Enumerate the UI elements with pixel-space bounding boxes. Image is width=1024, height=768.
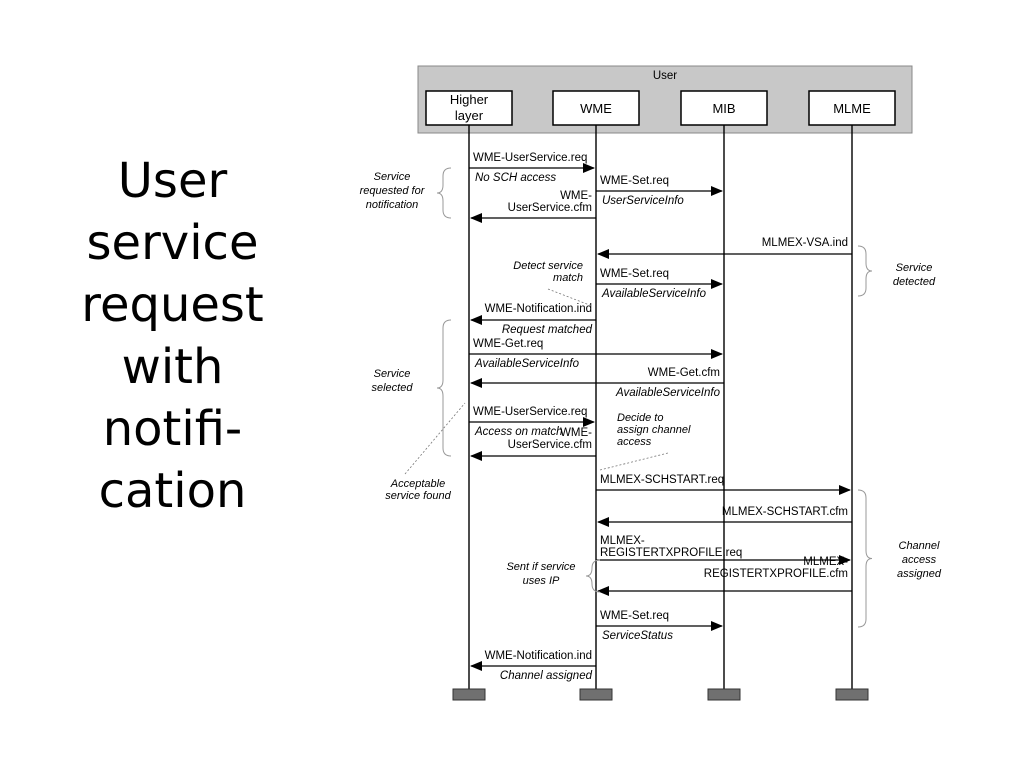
user-band-label: User xyxy=(653,70,677,82)
message-param: AvailableServiceInfo xyxy=(474,358,580,370)
leader-line xyxy=(599,452,669,471)
annotation-text: assigned xyxy=(897,568,942,580)
annotation-text: access xyxy=(902,554,937,566)
message-label: WME-Get.cfm xyxy=(648,367,720,379)
leader-line xyxy=(404,402,466,475)
title-line: cation xyxy=(98,463,247,519)
annotation-text: Service xyxy=(374,368,411,380)
message-label: WME-Notification.ind xyxy=(485,650,592,662)
annotation-text: Service xyxy=(896,262,933,274)
entity-label: WME xyxy=(580,101,612,116)
message-label: WME- xyxy=(560,427,592,439)
annotation-text: match xyxy=(553,272,583,284)
annotation-text: detected xyxy=(893,276,936,288)
title-line: request xyxy=(81,277,264,333)
message-param: Channel assigned xyxy=(500,670,593,682)
lifeline-terminator xyxy=(579,688,613,701)
message-param: No SCH access xyxy=(475,172,556,184)
title-line: notifi- xyxy=(102,401,243,457)
message-label: REGISTERTXPROFILE.cfm xyxy=(704,568,848,580)
message-param: Access on match xyxy=(474,426,563,438)
annotation-text: Acceptable xyxy=(390,478,445,490)
message-label: WME-Notification.ind xyxy=(485,303,592,315)
message-label: WME- xyxy=(560,190,592,202)
title-line: with xyxy=(121,339,224,395)
annotation-text: service found xyxy=(385,490,451,502)
annotation-text: Service xyxy=(374,171,411,183)
message-label: WME-UserService.req xyxy=(473,406,587,418)
message-param: UserServiceInfo xyxy=(602,195,684,207)
annotation-text: Decide to xyxy=(617,412,663,424)
message-param: AvailableServiceInfo xyxy=(601,288,707,300)
slide-title: User service request with notifi- cation xyxy=(40,150,305,522)
message-label: WME-Get.req xyxy=(473,338,543,350)
message-label: MLMEX-SCHSTART.req xyxy=(600,474,724,486)
entity-box xyxy=(680,90,768,126)
entity-box xyxy=(808,90,896,126)
annotation-text: uses IP xyxy=(523,575,560,587)
message-label: REGISTERTXPROFILE.req xyxy=(600,547,742,559)
entity-box xyxy=(552,90,640,126)
message-label: UserService.cfm xyxy=(508,439,592,451)
message-label: WME-Set.req xyxy=(600,268,669,280)
brace xyxy=(436,167,452,219)
message-label: WME-Set.req xyxy=(600,610,669,622)
message-label: WME-Set.req xyxy=(600,175,669,187)
message-param: Request matched xyxy=(502,324,593,336)
entity-label: MIB xyxy=(712,101,735,116)
entity-label: Higher xyxy=(450,92,489,107)
entity-label: MLME xyxy=(833,101,871,116)
title-line: User xyxy=(117,153,228,209)
message-label: MLMEX- xyxy=(803,556,848,568)
lifeline-terminator xyxy=(835,688,869,701)
message-param: AvailableServiceInfo xyxy=(615,387,721,399)
entity-label: layer xyxy=(455,108,484,123)
message-param: ServiceStatus xyxy=(602,630,673,642)
message-label: MLMEX- xyxy=(600,535,645,547)
title-line: service xyxy=(86,215,259,271)
lifeline-terminator xyxy=(707,688,741,701)
brace xyxy=(436,319,452,457)
annotation-text: requested for xyxy=(360,185,426,197)
annotation-text: assign channel xyxy=(617,424,691,436)
entity-box xyxy=(425,90,513,126)
annotation-text: Detect service xyxy=(513,260,583,272)
message-label: WME-UserService.req xyxy=(473,152,587,164)
brace xyxy=(585,559,601,593)
brace xyxy=(857,245,873,297)
annotation-text: access xyxy=(617,436,652,448)
lifeline-terminator xyxy=(452,688,486,701)
annotation-text: Channel xyxy=(899,540,941,552)
annotation-text: Sent if service xyxy=(506,561,575,573)
message-label: MLMEX-SCHSTART.cfm xyxy=(722,506,848,518)
message-label: UserService.cfm xyxy=(508,202,592,214)
annotation-text: notification xyxy=(366,199,419,211)
message-label: MLMEX-VSA.ind xyxy=(762,237,848,249)
brace xyxy=(857,489,873,628)
annotation-text: selected xyxy=(372,382,414,394)
